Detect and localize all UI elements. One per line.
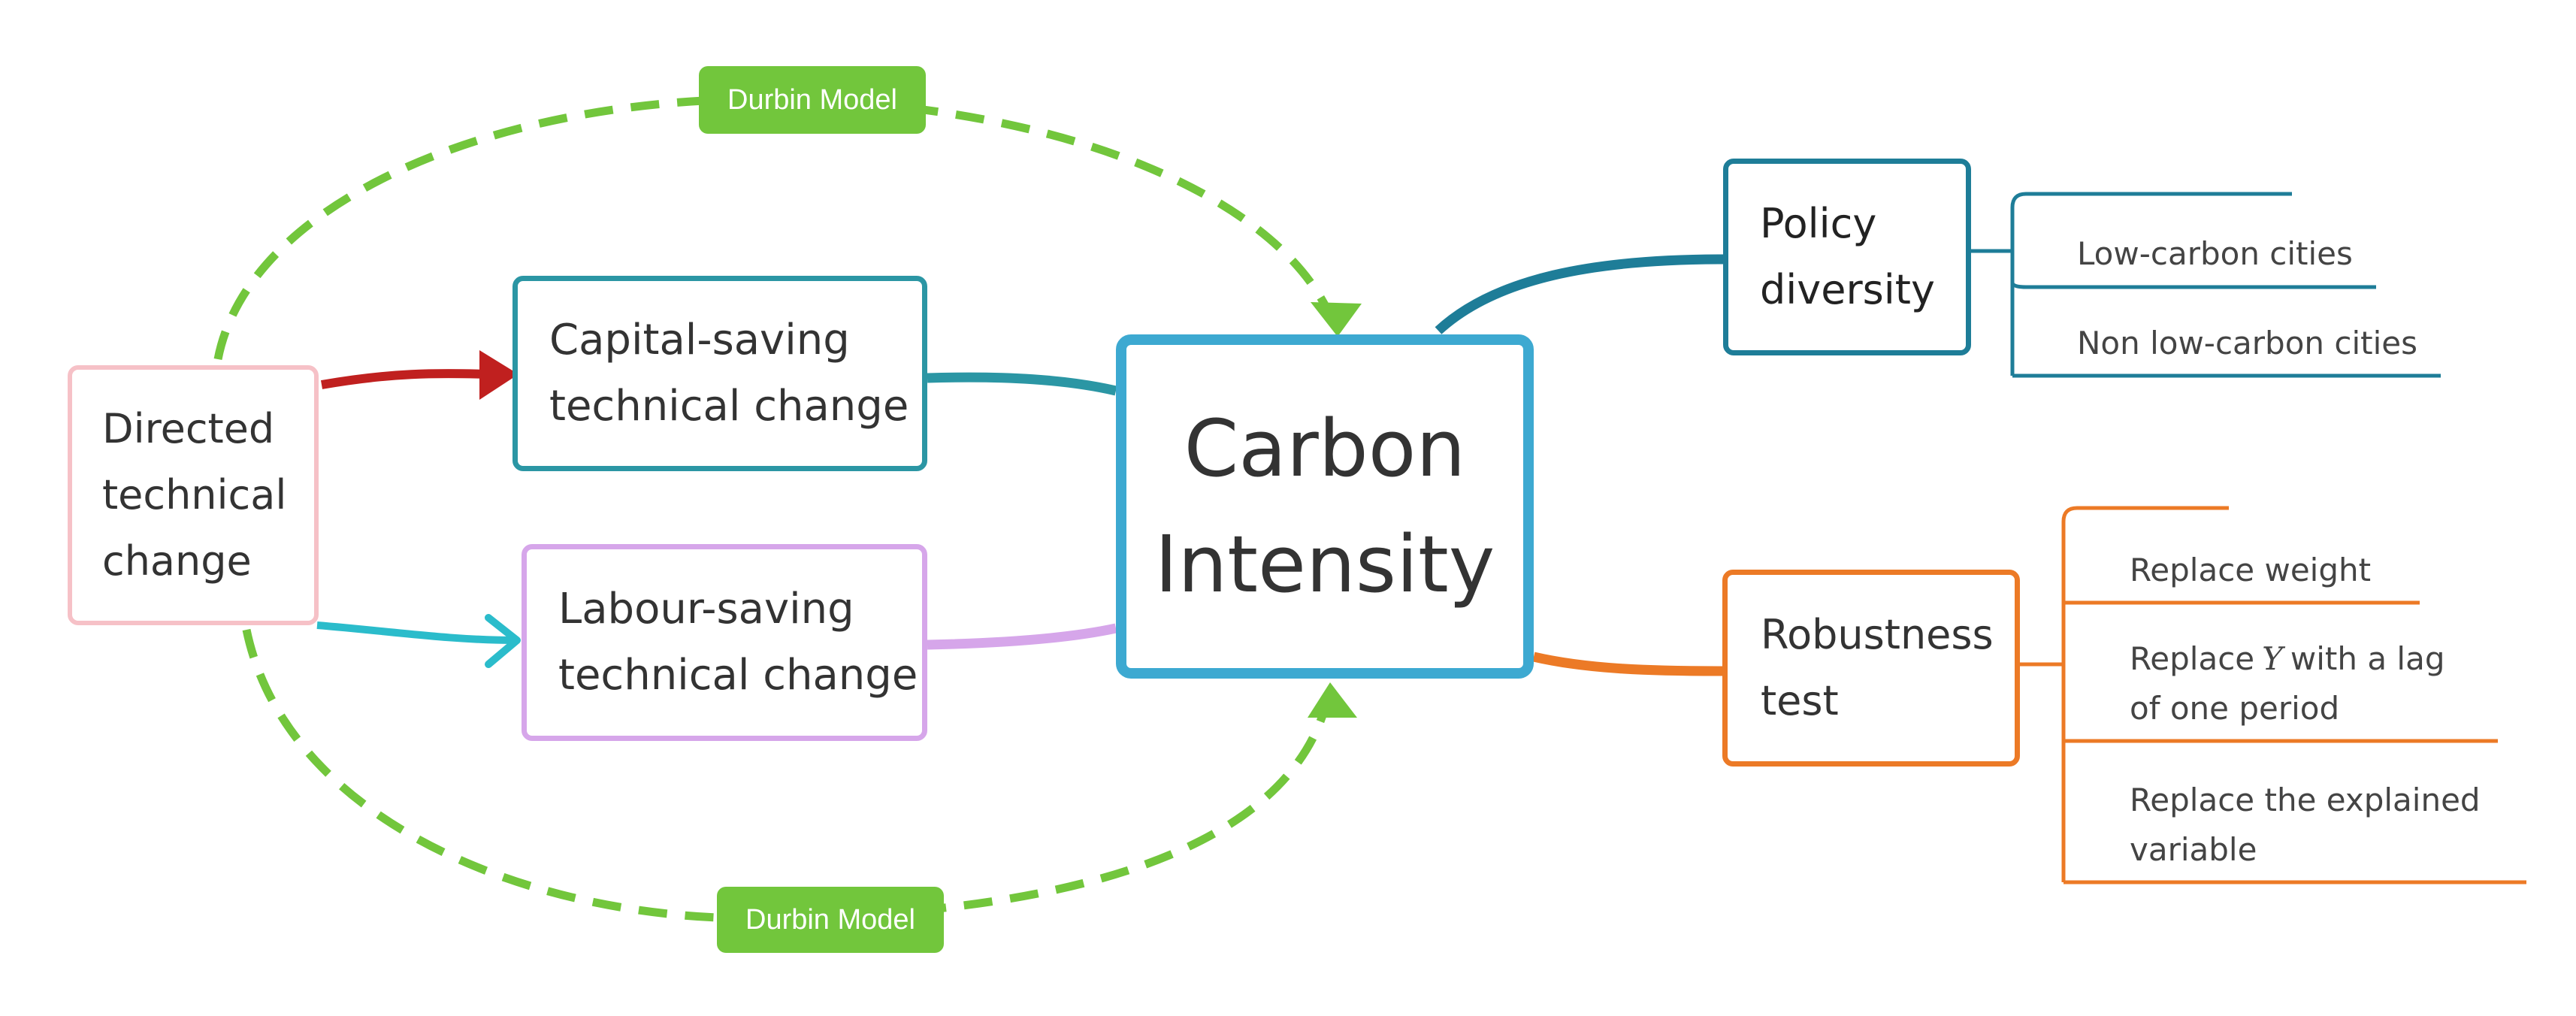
arrowhead-cyan [485, 614, 521, 668]
carbon-intensity-line1: Carbon [1184, 403, 1466, 494]
arrow-directed-to-capital [320, 369, 489, 389]
leaf-lag-pre: Replace [2130, 640, 2255, 677]
capital-saving-label: Capital-saving technical change [549, 316, 909, 431]
leaf-lag-post: with a lag [2290, 640, 2445, 677]
carbon-intensity-line2: Intensity [1154, 519, 1495, 610]
arrow-directed-to-labour [316, 621, 516, 644]
link-center-policy [1435, 254, 1724, 334]
leaf-explained-line2: variable [2130, 831, 2257, 868]
labour-saving-node[interactable]: Labour-saving technical change [522, 544, 927, 741]
carbon-intensity-text: Carbon Intensity [1155, 391, 1495, 622]
link-center-robust [1532, 652, 1723, 676]
carbon-intensity-node[interactable]: Carbon Intensity [1116, 334, 1534, 679]
labour-saving-label: Labour-saving technical change [558, 585, 918, 700]
leaf-low-carbon-cities[interactable]: Low-carbon cities [2077, 235, 2353, 272]
leaf-replace-explained-variable[interactable]: Replace the explained variable [2130, 776, 2481, 875]
durbin-arrow-bottom [1308, 682, 1357, 718]
durbin-arrow-top [1311, 302, 1362, 337]
capital-saving-node[interactable]: Capital-saving technical change [512, 276, 927, 471]
leaf-explained-line1: Replace the explained [2130, 782, 2481, 818]
leaf-non-low-carbon-cities[interactable]: Non low-carbon cities [2077, 325, 2417, 361]
durbin-model-badge-bottom[interactable]: Durbin Model [717, 887, 944, 953]
policy-diversity-label: Policy diversity [1760, 200, 1935, 313]
link-capital-center [927, 372, 1117, 396]
leaf-replace-weight[interactable]: Replace weight [2130, 552, 2372, 588]
durbin-model-badge-top[interactable]: Durbin Model [699, 66, 926, 134]
leaf-lag-variable: Y [2262, 640, 2283, 677]
directed-technical-change-label: Directed technical change [102, 405, 287, 585]
arrowhead-red [479, 350, 519, 400]
policy-bracket [1971, 192, 2441, 378]
leaf-lag-line2: of one period [2130, 690, 2340, 727]
robust-bracket [2020, 506, 2526, 884]
link-labour-center [927, 623, 1117, 650]
robustness-test-label: Robustness test [1761, 611, 1994, 724]
robustness-test-node[interactable]: Robustness test [1722, 570, 2020, 767]
directed-technical-change-node[interactable]: Directed technical change [68, 365, 319, 625]
policy-diversity-node[interactable]: Policy diversity [1723, 159, 1971, 355]
